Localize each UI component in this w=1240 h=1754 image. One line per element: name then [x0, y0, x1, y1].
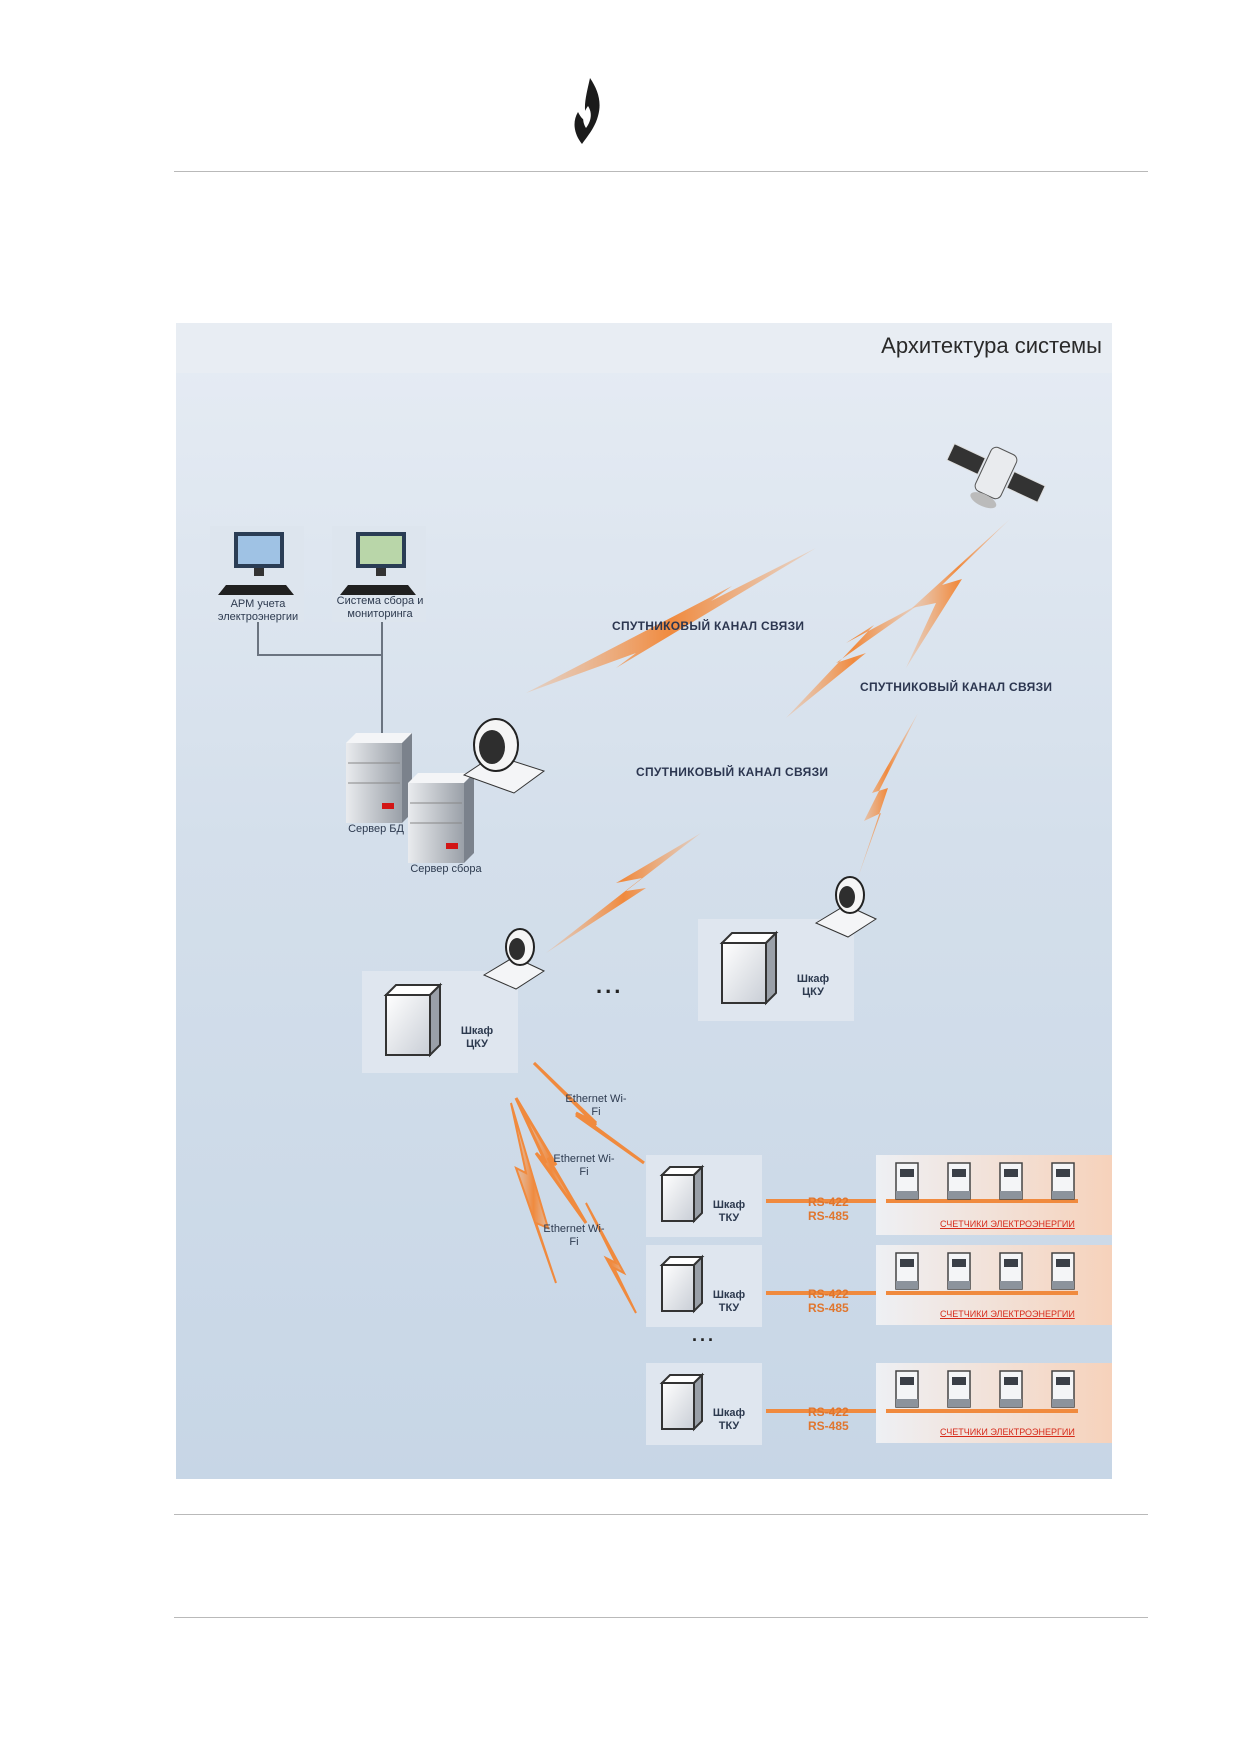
bus-label-1: RS-422 RS-485 — [808, 1195, 849, 1223]
cku-cabinet-2 — [698, 919, 854, 1021]
electricity-meter-icon — [1051, 1162, 1075, 1200]
flame-logo — [568, 76, 608, 146]
satellite-channel-label-1: СПУТНИКОВЫЙ КАНАЛ СВЯЗИ — [612, 619, 805, 633]
satellite-channel-label-3: СПУТНИКОВЫЙ КАНАЛ СВЯЗИ — [636, 765, 829, 779]
satellite-dish-cku-1 — [482, 928, 546, 990]
workstation-1 — [210, 526, 304, 622]
cku-label-2: Шкаф ЦКУ — [796, 973, 830, 998]
satellite-dish-server — [462, 718, 546, 794]
collect-server-label: Сервер сбора — [410, 863, 482, 875]
tku-label-2: Шкаф ТКУ — [712, 1289, 746, 1314]
meters-label-2: СЧЕТЧИКИ ЭЛЕКТРОЭНЕРГИИ — [940, 1309, 1075, 1319]
satellite-dish-cku-2 — [814, 876, 878, 938]
workstation-2 — [332, 526, 426, 622]
electricity-meter-icon — [999, 1162, 1023, 1200]
diagram-title: Архитектура системы — [881, 333, 1102, 358]
satellite-channel-label-2: СПУТНИКОВЫЙ КАНАЛ СВЯЗИ — [860, 680, 1053, 694]
cku-cabinet-1 — [362, 971, 518, 1073]
tku-label-1: Шкаф ТКУ — [712, 1199, 746, 1224]
workstation-label-2: Система сбора и мониторинга — [336, 595, 424, 620]
db-server-label: Сервер БД — [348, 823, 404, 835]
electricity-meter-icon — [895, 1370, 919, 1408]
electricity-meter-icon — [895, 1252, 919, 1290]
wireless-label-1: Ethernet Wi-Fi — [565, 1093, 627, 1118]
diagram-graphics — [176, 323, 1112, 1445]
electricity-meter-icon — [1051, 1370, 1075, 1408]
ellipsis-tku: ... — [692, 1325, 717, 1345]
bus-label-2: RS-422 RS-485 — [808, 1287, 849, 1315]
meters-label-1: СЧЕТЧИКИ ЭЛЕКТРОЭНЕРГИИ — [940, 1219, 1075, 1229]
meters-layer — [895, 1162, 1075, 1408]
ellipsis-cku: ... — [596, 973, 624, 998]
satellite — [946, 443, 1046, 509]
cku-label-1: Шкаф ЦКУ — [460, 1025, 494, 1050]
electricity-meter-icon — [947, 1252, 971, 1290]
electricity-meter-icon — [999, 1252, 1023, 1290]
electricity-meter-icon — [999, 1370, 1023, 1408]
wireless-label-3: Ethernet Wi-Fi — [543, 1223, 605, 1248]
electricity-meter-icon — [895, 1162, 919, 1200]
meters-label-3: СЧЕТЧИКИ ЭЛЕКТРОЭНЕРГИИ — [940, 1427, 1075, 1437]
workstation-label-1: АРМ учета электроэнергии — [217, 598, 299, 623]
wireless-label-2: Ethernet Wi-Fi — [553, 1153, 615, 1178]
electricity-meter-icon — [947, 1162, 971, 1200]
bus-label-3: RS-422 RS-485 — [808, 1405, 849, 1433]
architecture-diagram: Архитектура системы АРМ учета электроэне… — [176, 323, 1112, 1479]
header-divider — [174, 171, 1148, 172]
footer-divider-1 — [174, 1514, 1148, 1515]
footer-divider-2 — [174, 1617, 1148, 1618]
electricity-meter-icon — [947, 1370, 971, 1408]
collect-server — [408, 773, 474, 863]
tku-label-3: Шкаф ТКУ — [712, 1407, 746, 1432]
electricity-meter-icon — [1051, 1252, 1075, 1290]
db-server — [346, 733, 412, 823]
